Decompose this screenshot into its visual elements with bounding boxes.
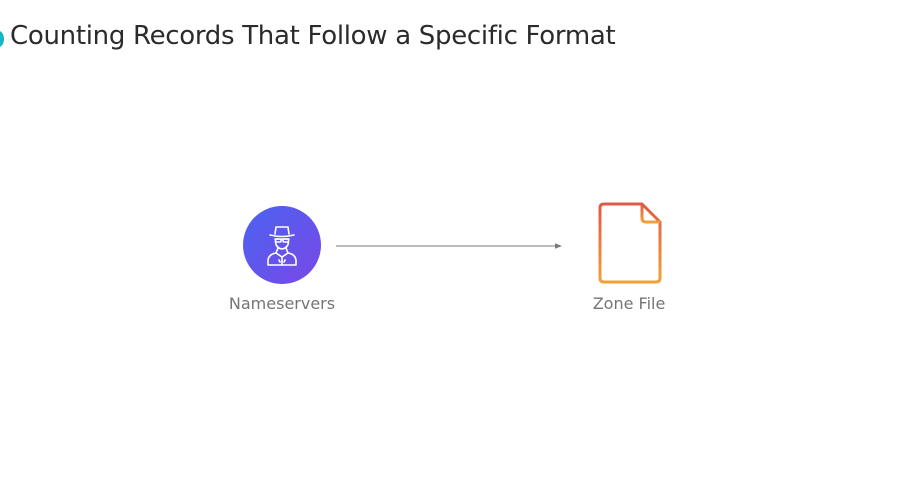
spy-person-icon: [267, 226, 297, 266]
connector-arrow: [336, 243, 562, 249]
title-bullet-dot: [0, 31, 4, 47]
slide-title: Counting Records That Follow a Specific …: [10, 21, 616, 51]
nameservers-icon-circle: [243, 206, 321, 284]
zone-file-label: Zone File: [592, 294, 666, 313]
zone-file-node: Zone File: [569, 202, 689, 313]
zone-file-icon-wrap: [596, 202, 662, 286]
nameservers-label: Nameservers: [228, 294, 336, 313]
document-icon: [598, 202, 662, 284]
nameservers-node: Nameservers: [222, 206, 342, 313]
